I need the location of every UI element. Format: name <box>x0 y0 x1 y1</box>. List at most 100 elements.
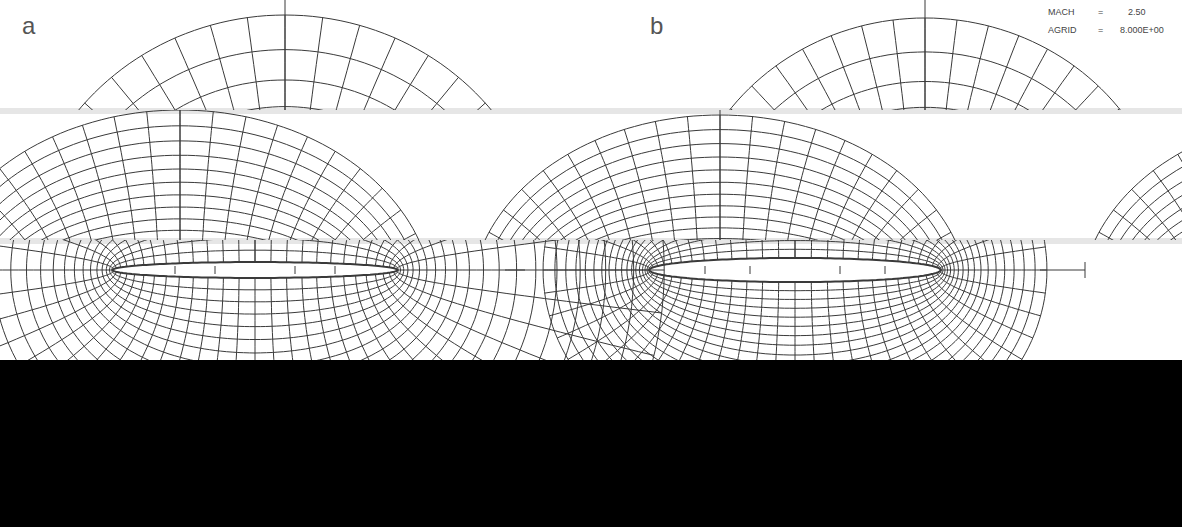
axis-line <box>255 240 256 262</box>
mesh-line <box>522 189 591 240</box>
mesh-line <box>317 240 433 263</box>
mesh-line <box>324 56 428 111</box>
mesh-line <box>955 36 1019 110</box>
parameter-value: 2.50 <box>1128 8 1146 17</box>
tick-mark <box>705 266 706 274</box>
mesh-line <box>356 240 545 264</box>
elliptic-mesh <box>470 110 970 240</box>
mesh-line <box>617 279 692 361</box>
mesh-line <box>811 240 823 258</box>
axis-line <box>720 110 721 240</box>
mesh-line <box>0 234 34 241</box>
mesh-line <box>886 279 952 360</box>
mesh-line <box>0 155 401 240</box>
mesh-line <box>287 240 347 262</box>
panel-letter: a <box>22 14 35 38</box>
mesh-line <box>0 169 392 240</box>
mesh-line <box>918 240 1008 264</box>
mesh-line <box>549 273 653 316</box>
mesh-line <box>638 279 704 360</box>
mesh-line <box>331 240 473 263</box>
mesh-line <box>375 274 601 360</box>
mesh-line <box>739 282 763 360</box>
mesh-line <box>1099 232 1180 240</box>
mesh-line <box>595 141 639 241</box>
elliptic-mesh <box>680 0 1170 110</box>
mesh-line <box>271 278 301 360</box>
mesh-line <box>872 240 929 260</box>
mesh-line <box>819 154 872 240</box>
mesh-line <box>870 232 951 240</box>
mesh-line <box>1145 217 1182 240</box>
mesh-line <box>344 240 510 264</box>
mesh-line <box>306 188 383 240</box>
mesh-line <box>255 278 256 360</box>
mesh-line <box>1126 182 1182 240</box>
mesh-line <box>356 276 545 360</box>
mesh-line <box>112 77 238 110</box>
mesh-line <box>292 169 360 240</box>
mesh-line <box>898 240 973 262</box>
mesh-line <box>37 277 179 360</box>
equals-sign: = <box>1098 8 1103 17</box>
mesh-line <box>661 280 718 360</box>
mesh-line <box>276 151 335 240</box>
mesh-line <box>811 282 823 360</box>
mesh-line <box>77 277 193 360</box>
mesh-line <box>937 273 1041 316</box>
mesh-line <box>741 117 752 240</box>
mesh-line <box>1110 157 1182 240</box>
panel-letter: b <box>650 14 663 38</box>
mesh-line <box>0 110 435 240</box>
mesh-line <box>827 240 851 258</box>
mesh-line <box>655 122 678 241</box>
axis-line <box>180 110 181 240</box>
mesh-line <box>164 278 224 360</box>
mesh-line <box>221 117 246 240</box>
elliptic-mesh <box>20 0 550 110</box>
mesh-line <box>0 210 43 240</box>
mesh-line <box>762 122 785 241</box>
mesh-line <box>0 271 114 313</box>
elliptic-mesh <box>0 240 664 360</box>
mesh-line <box>0 207 369 240</box>
mesh-line <box>302 278 390 361</box>
mesh-line <box>831 36 895 110</box>
mesh-line <box>1114 210 1182 240</box>
tick-mark <box>840 266 841 274</box>
axis-line <box>285 0 286 110</box>
mesh-line <box>861 210 937 240</box>
mesh-line <box>489 232 570 240</box>
mesh-line <box>767 240 779 258</box>
mesh-line <box>803 49 886 110</box>
mesh-line <box>767 282 779 360</box>
mesh-line <box>739 240 763 258</box>
mesh-line <box>317 210 401 240</box>
mesh-line <box>209 240 239 262</box>
mesh-line <box>543 270 649 271</box>
mesh-line <box>287 278 347 360</box>
mesh-line <box>872 280 929 360</box>
mesh-line <box>843 281 878 360</box>
mesh-line <box>752 86 870 110</box>
axis-line <box>1040 270 1085 271</box>
mesh-line <box>37 240 179 263</box>
mesh-line <box>886 240 952 261</box>
axis-line <box>505 270 525 271</box>
mesh-line <box>545 247 651 269</box>
mesh-line <box>827 282 851 360</box>
mesh-line <box>582 276 672 360</box>
mesh-line <box>0 240 580 360</box>
mesh-line <box>909 240 992 263</box>
mesh-line <box>394 272 654 356</box>
mesh-line <box>332 77 458 110</box>
mesh-line <box>937 240 1041 267</box>
axis-line <box>795 240 796 258</box>
mesh-line <box>935 20 957 110</box>
tick-mark <box>885 266 886 274</box>
parameter-name: MACH <box>1048 8 1075 17</box>
mesh-line <box>1101 144 1182 240</box>
mesh-line <box>210 25 264 110</box>
